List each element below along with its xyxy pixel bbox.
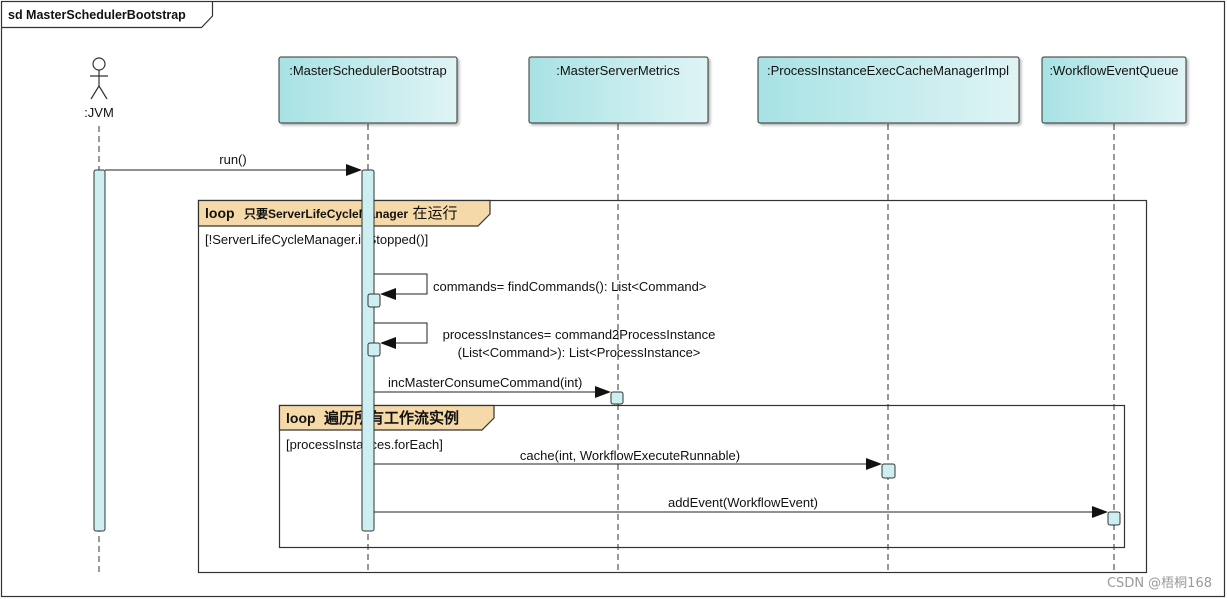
message-find-commands: commands= findCommands(): List<Command> <box>374 273 706 300</box>
fragment-title-cjk: 遍历所有工作流实例 <box>323 409 459 427</box>
message-label-line1: processInstances= command2ProcessInstanc… <box>443 327 716 342</box>
arrowhead-icon <box>380 288 396 300</box>
message-label: run() <box>219 152 246 167</box>
activation-queue <box>1107 511 1121 526</box>
arrowhead-icon <box>1092 506 1108 518</box>
activation-self-command2pi <box>367 342 381 357</box>
activation-self-find-commands <box>367 293 381 308</box>
activation-cache <box>881 463 896 479</box>
stick-figure-icon <box>90 57 108 100</box>
message-label: incMasterConsumeCommand(int) <box>388 375 582 390</box>
fragment-guard: [!ServerLifeCycleManager.isStopped()] <box>205 232 428 247</box>
fragment-title: loop 遍历所有工作流实例 <box>286 409 459 427</box>
fragment-title-cjk: 在运行 <box>413 205 458 222</box>
participant-event-queue: :WorkflowEventQueue <box>1041 56 1187 124</box>
fragment-tab <box>278 404 495 431</box>
fragment-keyword: loop <box>286 410 316 426</box>
message-label: commands= findCommands(): List<Command> <box>433 279 706 294</box>
arrowhead-icon <box>346 164 362 176</box>
message-command2process-instance: processInstances= command2ProcessInstanc… <box>374 322 716 360</box>
fragment-title-latin: 只要ServerLifeCycleManager <box>244 206 408 221</box>
fragment-outer-loop: loop 只要ServerLifeCycleManager 在运行 [!Serv… <box>197 199 1148 574</box>
message-cache: cache(int, WorkflowExecuteRunnable) <box>374 448 882 470</box>
message-label-line2: (List<Command>): List<ProcessInstance> <box>458 345 701 360</box>
arrowhead-icon <box>595 386 611 398</box>
message-label: addEvent(WorkflowEvent) <box>668 495 818 510</box>
fragment-tab <box>197 199 491 227</box>
participant-metrics: :MasterServerMetrics <box>528 56 709 124</box>
sd-frame-tab <box>1 1 214 29</box>
activations <box>93 169 1121 532</box>
actor-label: :JVM <box>84 105 114 120</box>
participant-label: :WorkflowEventQueue <box>1049 63 1178 78</box>
participant-bootstrap: :MasterSchedulerBootstrap <box>278 56 458 124</box>
message-label: cache(int, WorkflowExecuteRunnable) <box>520 448 740 463</box>
arrowhead-icon <box>380 337 396 349</box>
sd-frame-title: sd MasterSchedulerBootstrap <box>8 8 186 22</box>
message-add-event: addEvent(WorkflowEvent) <box>374 495 1108 518</box>
fragment-keyword: loop <box>205 205 235 221</box>
watermark: CSDN @梧桐168 <box>1107 576 1212 591</box>
participant-cache-manager: :ProcessInstanceExecCacheManagerImpl <box>757 56 1020 124</box>
participant-label: :ProcessInstanceExecCacheManagerImpl <box>767 63 1009 78</box>
message-inc-consume-command: incMasterConsumeCommand(int) <box>374 375 611 398</box>
actor-jvm: :JVM <box>84 57 114 120</box>
participant-label: :MasterSchedulerBootstrap <box>289 63 447 78</box>
activation-jvm <box>93 169 106 532</box>
arrowhead-icon <box>866 458 882 470</box>
activation-metrics <box>610 391 624 405</box>
message-run: run() <box>105 152 362 176</box>
participant-label: :MasterServerMetrics <box>556 63 680 78</box>
fragment-inner-loop: loop 遍历所有工作流实例 [processInstances.forEach… <box>278 404 1126 549</box>
